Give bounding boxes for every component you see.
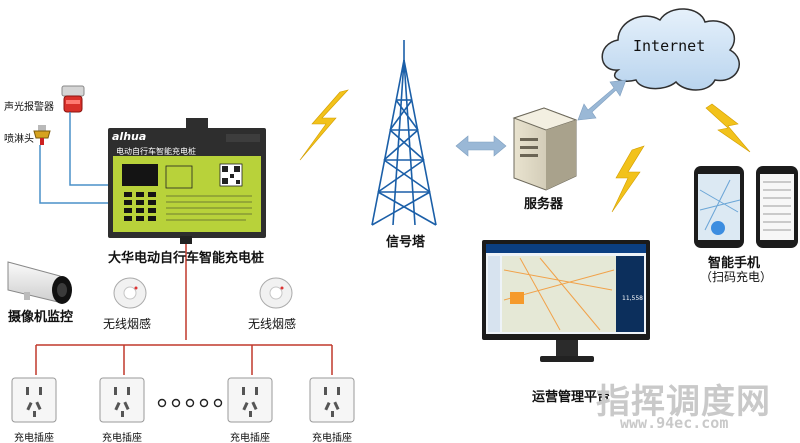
data-link-arrows <box>455 79 627 157</box>
smartphones <box>694 166 798 248</box>
svg-text:11,558: 11,558 <box>622 295 643 302</box>
server-label: 服务器 <box>524 197 564 212</box>
sprinkler-icon <box>33 125 51 145</box>
tower-label: 信号塔 <box>386 235 426 250</box>
socket-label-3: 充电插座 <box>230 433 270 443</box>
socket-label-2: 充电插座 <box>102 433 142 443</box>
phone-sublabel: （扫码充电） <box>700 270 773 284</box>
wireless-signal-icons <box>299 89 751 213</box>
platform-label: 运营管理平台 <box>532 390 611 405</box>
internet-cloud <box>601 8 740 91</box>
smoke-right-label: 无线烟感 <box>248 317 297 331</box>
phone-label: 智能手机 <box>708 256 761 271</box>
camera-icon <box>7 261 72 304</box>
smoke-left-label: 无线烟感 <box>103 317 152 331</box>
alarm-icon <box>61 85 85 113</box>
socket-label-4: 充电插座 <box>312 433 352 443</box>
socket-ellipsis <box>157 398 223 408</box>
charging-station <box>108 118 266 244</box>
brand-logo: alhua <box>112 130 147 143</box>
sensor-wires <box>39 112 110 204</box>
server-icon <box>512 107 578 191</box>
charger-caption: 大华电动自行车智能充电桩 <box>108 251 265 266</box>
charger-panel-title: 电动自行车智能充电桩 <box>116 147 196 156</box>
socket-label-1: 充电插座 <box>14 433 54 443</box>
camera-label: 摄像机监控 <box>8 310 74 325</box>
alarm-label: 声光报警器 <box>4 102 54 113</box>
smoke-detector-right <box>259 277 293 309</box>
watermark-url: www.94ec.com <box>620 414 729 432</box>
signal-tower <box>371 40 437 226</box>
watermark-text: 指挥调度网 <box>596 382 771 422</box>
smoke-detector-left <box>113 277 147 309</box>
power-wires <box>35 244 333 375</box>
platform-monitor: 11,558 <box>482 240 650 362</box>
internet-label: Internet <box>633 37 706 55</box>
sprinkler-label: 喷淋头 <box>4 134 34 145</box>
sockets <box>11 377 355 423</box>
